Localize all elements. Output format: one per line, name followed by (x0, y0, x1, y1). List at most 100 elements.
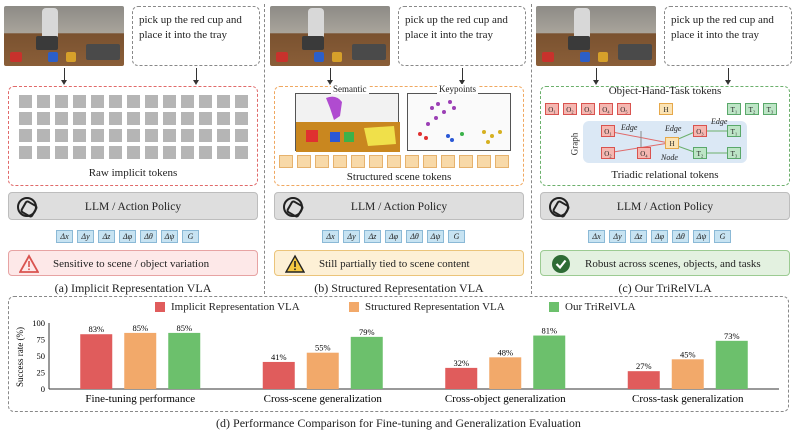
action-token: Δφ (651, 230, 668, 243)
legend-label: Implicit Representation VLA (171, 301, 300, 313)
llm-action-policy: LLM / Action Policy (540, 192, 790, 220)
panel-separator (531, 4, 532, 294)
graph-node: H (665, 137, 679, 149)
bar-value-label: 85% (132, 323, 148, 333)
implicit-token (145, 112, 158, 125)
x-category-label: Fine-tuning performance (85, 393, 195, 405)
action-token: Δψ (693, 230, 710, 243)
structured-token-box: Semantic Keypoints Structured scene toke… (274, 84, 524, 186)
result-box: Sensitive to scene / object variation (8, 250, 258, 276)
action-token: Δψ (427, 230, 444, 243)
implicit-token (91, 112, 104, 125)
action-token: Δz (364, 230, 381, 243)
action-token: Δθ (672, 230, 689, 243)
implicit-token (55, 146, 68, 159)
bar-value-label: 41% (271, 352, 287, 362)
panel-subtitle: (c) Our TriRelVLA (618, 281, 712, 295)
implicit-token (19, 95, 32, 108)
y-axis-label: Success rate (%) (15, 327, 25, 387)
llm-label: LLM / Action Policy (616, 201, 714, 213)
panel-implicit: pick up the red cup and place it into th… (4, 6, 262, 296)
structured-token (441, 155, 455, 168)
bar (627, 371, 660, 389)
edge-label: Edge (711, 117, 728, 126)
bar-value-label: 85% (176, 323, 192, 333)
implicit-token (73, 112, 86, 125)
bar (671, 359, 704, 389)
graph-node: T₁ (727, 125, 741, 137)
implicit-token (91, 146, 104, 159)
implicit-token (235, 146, 248, 159)
implicit-token (127, 95, 140, 108)
bar (350, 336, 383, 389)
edge-label: Edge (621, 123, 638, 132)
structured-token (387, 155, 401, 168)
bar (489, 357, 522, 389)
graph-node: O₂ (601, 147, 615, 159)
implicit-token (19, 129, 32, 142)
implicit-token (37, 112, 50, 125)
task-token: T₁ (727, 103, 741, 115)
action-token: G (714, 230, 731, 243)
implicit-token (199, 129, 212, 142)
instruction-box: pick up the red cup and place it into th… (398, 6, 526, 66)
implicit-token (55, 129, 68, 142)
structured-token (351, 155, 365, 168)
implicit-token (235, 112, 248, 125)
bar-value-label: 27% (636, 361, 652, 371)
implicit-token (235, 129, 248, 142)
action-token: Δx (588, 230, 605, 243)
implicit-token (163, 95, 176, 108)
arrow (459, 68, 465, 85)
implicit-token-box: Raw implicit tokens (8, 86, 258, 186)
bar-value-label: 32% (453, 358, 469, 368)
bar-value-label: 48% (497, 347, 513, 357)
graph-node: T₂ (693, 147, 707, 159)
implicit-token (181, 112, 194, 125)
panel-trirelvla: pick up the red cup and place it into th… (536, 6, 794, 296)
bar (306, 352, 339, 389)
legend-swatch (155, 302, 165, 312)
arrow (61, 68, 67, 85)
legend-label: Structured Representation VLA (365, 301, 505, 313)
implicit-token (19, 146, 32, 159)
y-tick-label: 50 (37, 351, 46, 361)
implicit-token (217, 146, 230, 159)
bar (715, 340, 748, 389)
chart-caption: (d) Performance Comparison for Fine-tuni… (216, 416, 581, 430)
structured-token (405, 155, 419, 168)
action-tokens: Δx Δy Δz Δφ Δθ Δψ G (56, 230, 199, 243)
graph-label: Graph (569, 132, 580, 156)
implicit-token (199, 146, 212, 159)
bar (80, 334, 113, 389)
robot-scene-image (536, 6, 656, 66)
action-token: Δθ (406, 230, 423, 243)
action-token: Δψ (161, 230, 178, 243)
implicit-token (181, 129, 194, 142)
implicit-token (145, 129, 158, 142)
bar (445, 367, 478, 389)
result-box: Robust across scenes, objects, and tasks (540, 250, 790, 276)
implicit-token-grid (19, 95, 248, 159)
action-token: Δz (98, 230, 115, 243)
token-caption: Structured scene tokens (346, 171, 452, 183)
implicit-token (163, 112, 176, 125)
check-circle-icon (552, 255, 570, 273)
bar-value-label: 55% (315, 343, 331, 353)
structured-token (495, 155, 509, 168)
action-token: Δθ (140, 230, 157, 243)
implicit-token (37, 95, 50, 108)
implicit-token (91, 95, 104, 108)
semantic-map-image (295, 93, 400, 152)
bar-value-label: 45% (680, 349, 696, 359)
bar-chart: Success rate (%) 025507510083%85%85%Fine… (15, 318, 779, 405)
semantic-label: Semantic (331, 84, 369, 94)
keypoints-graphic (418, 100, 502, 144)
legend-label: Our TriRelVLA (565, 301, 636, 313)
x-category-label: Cross-task generalization (632, 393, 744, 405)
keypoints-image (407, 93, 511, 151)
structured-token (369, 155, 383, 168)
implicit-token (163, 129, 176, 142)
implicit-token (37, 129, 50, 142)
y-tick-label: 75 (37, 335, 46, 345)
